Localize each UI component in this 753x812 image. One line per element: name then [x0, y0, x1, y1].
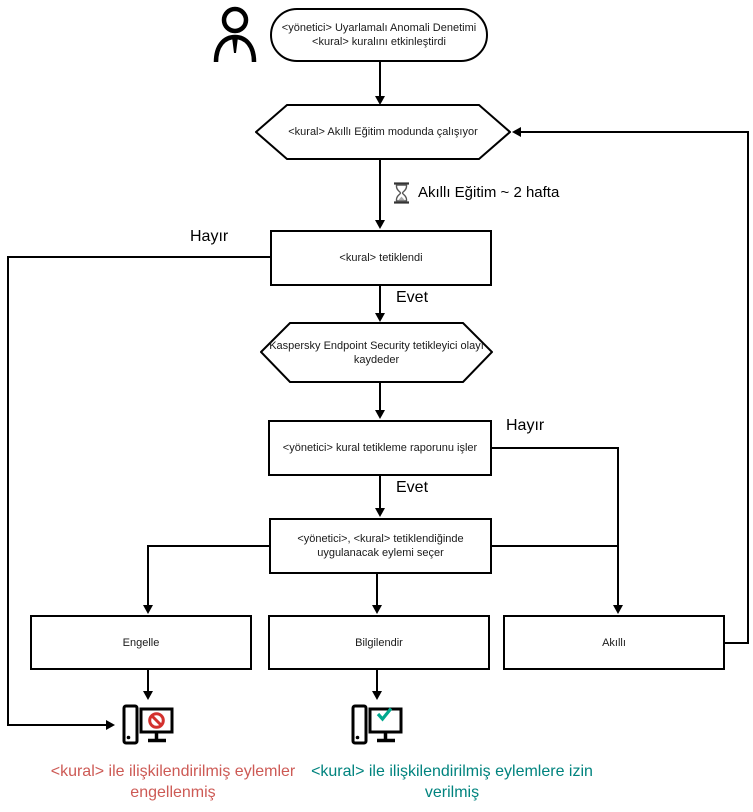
allowed-caption-line1: <kural> ile ilişkilendirilmiş eylemlere … — [311, 763, 593, 780]
action-select-box: <yönetici>, <kural> tetiklendiğinde uygu… — [269, 518, 492, 574]
blocked-caption-line1: <kural> ile ilişkilendirilmiş eylemler — [50, 763, 296, 780]
report-box: <yönetici> kural tetikleme raporunu işle… — [268, 420, 492, 476]
action-select-line2: uygulanacak eylemi seçer — [317, 547, 444, 559]
start-node: <yönetici> Uyarlamalı Anomali Denetimi <… — [270, 8, 488, 62]
rule-triggered-label: <kural> tetiklendi — [339, 252, 423, 264]
prohibition-icon — [148, 712, 165, 729]
edge-label-evet-1: Evet — [396, 289, 429, 306]
edge-label-hayir-1: Hayır — [190, 228, 229, 245]
training-mode-label: <kural> Akıllı Eğitim modunda çalışıyor — [288, 126, 478, 138]
blocked-caption: <kural> ile ilişkilendirilmiş eylemler e… — [2, 761, 344, 803]
event-log-line2: kaydeder — [353, 353, 400, 366]
start-node-text-line2: <kural> kuralını etkinleştirdi — [312, 36, 446, 48]
edge-label-hayir-2: Hayır — [506, 417, 545, 434]
report-label: <yönetici> kural tetikleme raporunu işle… — [282, 442, 478, 454]
event-log-line1: Kaspersky Endpoint Security tetikleyici … — [269, 339, 484, 352]
smart-label: Akıllı — [602, 636, 626, 649]
training-mode-hexagon: <kural> Akıllı Eğitim modunda çalışıyor — [255, 104, 511, 160]
event-log-hexagon: Kaspersky Endpoint Security tetikleyici … — [260, 322, 493, 383]
block-label: Engelle — [122, 636, 160, 649]
edge-label-evet-2: Evet — [396, 479, 429, 496]
actor-icon — [212, 6, 258, 67]
inform-box: Bilgilendir — [268, 615, 490, 670]
start-node-text-line1: <yönetici> Uyarlamalı Anomali Denetimi — [281, 22, 477, 34]
allowed-computer-icon — [351, 701, 403, 754]
allowed-caption-line2: verilmiş — [424, 784, 480, 801]
block-box: Engelle — [30, 615, 252, 670]
inform-label: Bilgilendir — [355, 636, 403, 649]
rule-triggered-box: <kural> tetiklendi — [270, 230, 492, 286]
allowed-caption: <kural> ile ilişkilendirilmiş eylemlere … — [292, 761, 612, 803]
arrowheads — [106, 96, 623, 730]
training-duration-label: Akıllı Eğitim ~ 2 hafta — [418, 184, 560, 201]
hourglass-icon — [393, 182, 410, 209]
check-icon — [376, 707, 393, 722]
smart-box: Akıllı — [503, 615, 725, 670]
action-select-line1: <yönetici>, <kural> tetiklendiğinde — [297, 533, 464, 545]
blocked-caption-line2: engellenmiş — [130, 784, 216, 801]
blocked-computer-icon — [122, 701, 174, 754]
